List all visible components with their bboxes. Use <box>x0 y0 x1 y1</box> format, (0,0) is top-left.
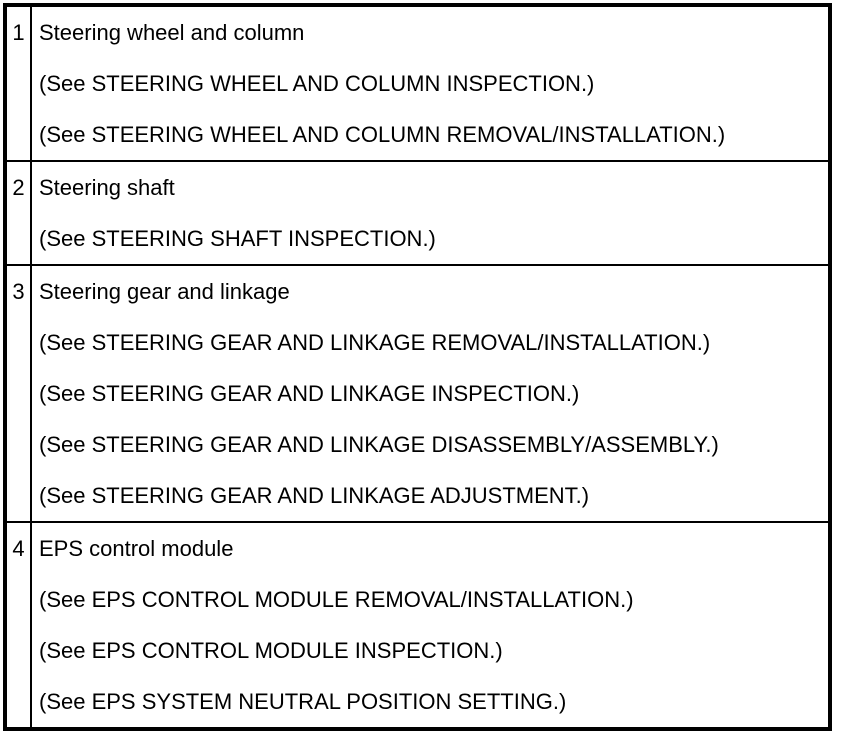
item-content: Steering gear and linkage (See STEERING … <box>32 266 828 521</box>
item-title: Steering shaft <box>39 175 175 200</box>
table-row: 3 Steering gear and linkage (See STEERIN… <box>7 264 828 521</box>
item-number: 2 <box>7 162 32 264</box>
reference-line: (See EPS CONTROL MODULE INSPECTION.) <box>39 638 503 663</box>
item-title: EPS control module <box>39 536 234 561</box>
table-row: 1 Steering wheel and column (See STEERIN… <box>7 7 828 160</box>
reference-line: (See STEERING SHAFT INSPECTION.) <box>39 226 436 251</box>
table-row: 4 EPS control module (See EPS CONTROL MO… <box>7 521 828 727</box>
item-title: Steering gear and linkage <box>39 279 290 304</box>
reference-line: (See EPS SYSTEM NEUTRAL POSITION SETTING… <box>39 689 567 714</box>
reference-line: (See EPS CONTROL MODULE REMOVAL/INSTALLA… <box>39 587 634 612</box>
item-content: Steering shaft (See STEERING SHAFT INSPE… <box>32 162 828 264</box>
reference-line: (See STEERING GEAR AND LINKAGE DISASSEMB… <box>39 432 719 457</box>
parts-reference-table: 1 Steering wheel and column (See STEERIN… <box>3 3 832 731</box>
reference-line: (See STEERING GEAR AND LINKAGE INSPECTIO… <box>39 381 580 406</box>
table-row: 2 Steering shaft (See STEERING SHAFT INS… <box>7 160 828 264</box>
item-number: 4 <box>7 523 32 727</box>
item-number: 3 <box>7 266 32 521</box>
reference-line: (See STEERING GEAR AND LINKAGE REMOVAL/I… <box>39 330 711 355</box>
reference-line: (See STEERING WHEEL AND COLUMN REMOVAL/I… <box>39 122 726 147</box>
item-number: 1 <box>7 7 32 160</box>
item-title: Steering wheel and column <box>39 20 305 45</box>
reference-line: (See STEERING WHEEL AND COLUMN INSPECTIO… <box>39 71 595 96</box>
reference-line: (See STEERING GEAR AND LINKAGE ADJUSTMEN… <box>39 483 590 508</box>
item-content: EPS control module (See EPS CONTROL MODU… <box>32 523 828 727</box>
item-content: Steering wheel and column (See STEERING … <box>32 7 828 160</box>
